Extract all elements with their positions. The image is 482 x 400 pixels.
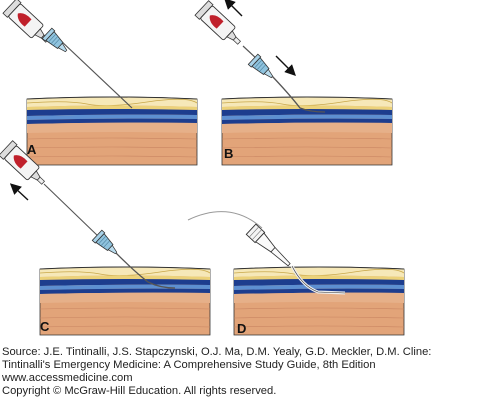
syringe-icon — [194, 0, 247, 51]
caption-url: www.accessmedicine.com — [2, 372, 133, 384]
hub-a — [41, 27, 72, 57]
panel-b: B — [194, 0, 393, 166]
caption: Source: J.E. Tintinalli, J.S. Stapczynsk… — [2, 346, 480, 398]
tissue-a — [26, 96, 198, 166]
caption-copyright: Copyright © McGraw-Hill Education. All r… — [2, 385, 277, 397]
panel-c: C — [0, 140, 211, 336]
panel-label-b: B — [224, 146, 233, 161]
panel-a: A — [2, 0, 198, 166]
arrow-icon — [275, 55, 296, 76]
seldinger-diagram: A B C D — [0, 0, 405, 336]
needle-icon — [59, 39, 133, 109]
panel-label-a: A — [27, 142, 37, 157]
hub-b — [247, 53, 278, 83]
panel-label-d: D — [237, 321, 246, 336]
tissue-d — [233, 266, 405, 336]
needle-icon — [271, 75, 326, 113]
needle-icon — [115, 252, 176, 289]
arrow-icon — [9, 183, 29, 201]
guidewire-icon — [43, 183, 101, 239]
guidewire-icon — [187, 211, 263, 229]
panel-label-c: C — [40, 319, 50, 334]
tissue-c — [39, 266, 211, 336]
tissue-b — [221, 96, 393, 166]
catheter-icon — [245, 223, 291, 267]
caption-source: Source: J.E. Tintinalli, J.S. Stapczynsk… — [2, 346, 432, 358]
arrow-icon — [224, 0, 243, 17]
caption-title: Tintinalli's Emergency Medicine: A Compr… — [2, 359, 376, 371]
panel-d: D — [187, 211, 405, 336]
